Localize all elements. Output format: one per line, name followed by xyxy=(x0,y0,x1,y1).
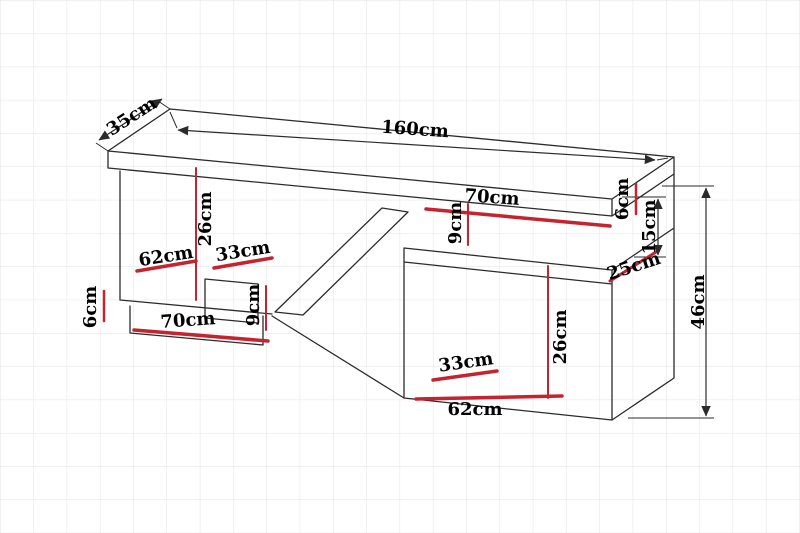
red-line-left-width-62 xyxy=(135,259,198,273)
red-line-bottom-62 xyxy=(414,394,564,401)
label-left-lip: 9cm xyxy=(243,284,264,327)
red-line-left-width-33 xyxy=(212,256,274,270)
right-cabinet-outline xyxy=(403,173,675,421)
arrow-line-width-160 xyxy=(177,125,656,165)
label-gap-height: 15cm xyxy=(639,199,660,254)
label-left-bottom-width: 70cm xyxy=(160,308,216,333)
extension-lines xyxy=(95,100,714,419)
label-total-height: 46cm xyxy=(688,274,709,329)
red-line-right-depth-25 xyxy=(608,250,658,283)
red-dimension-lines xyxy=(102,167,658,401)
middle-slant-panel xyxy=(271,207,409,399)
red-line-shelf-width-70 xyxy=(424,207,612,228)
furniture-wireframe xyxy=(95,100,714,421)
label-left-height: 26cm xyxy=(195,191,216,246)
arrow-line-depth-35 xyxy=(98,98,163,141)
dimension-arrow-lines xyxy=(98,98,711,417)
label-bottom-width-b: 62cm xyxy=(447,399,502,420)
label-shelf-width-top: 70cm xyxy=(464,185,520,210)
label-plinth-height: 6cm xyxy=(80,286,101,329)
label-top-thickness: 6cm xyxy=(612,178,633,221)
red-line-bottom-33 xyxy=(431,369,499,382)
left-cabinet-outline xyxy=(119,170,273,346)
red-line-left-bottom-70 xyxy=(132,328,270,343)
label-width-top: 160cm xyxy=(381,117,450,143)
label-mid-lip: 9cm xyxy=(445,202,466,245)
label-right-height: 26cm xyxy=(550,309,571,364)
